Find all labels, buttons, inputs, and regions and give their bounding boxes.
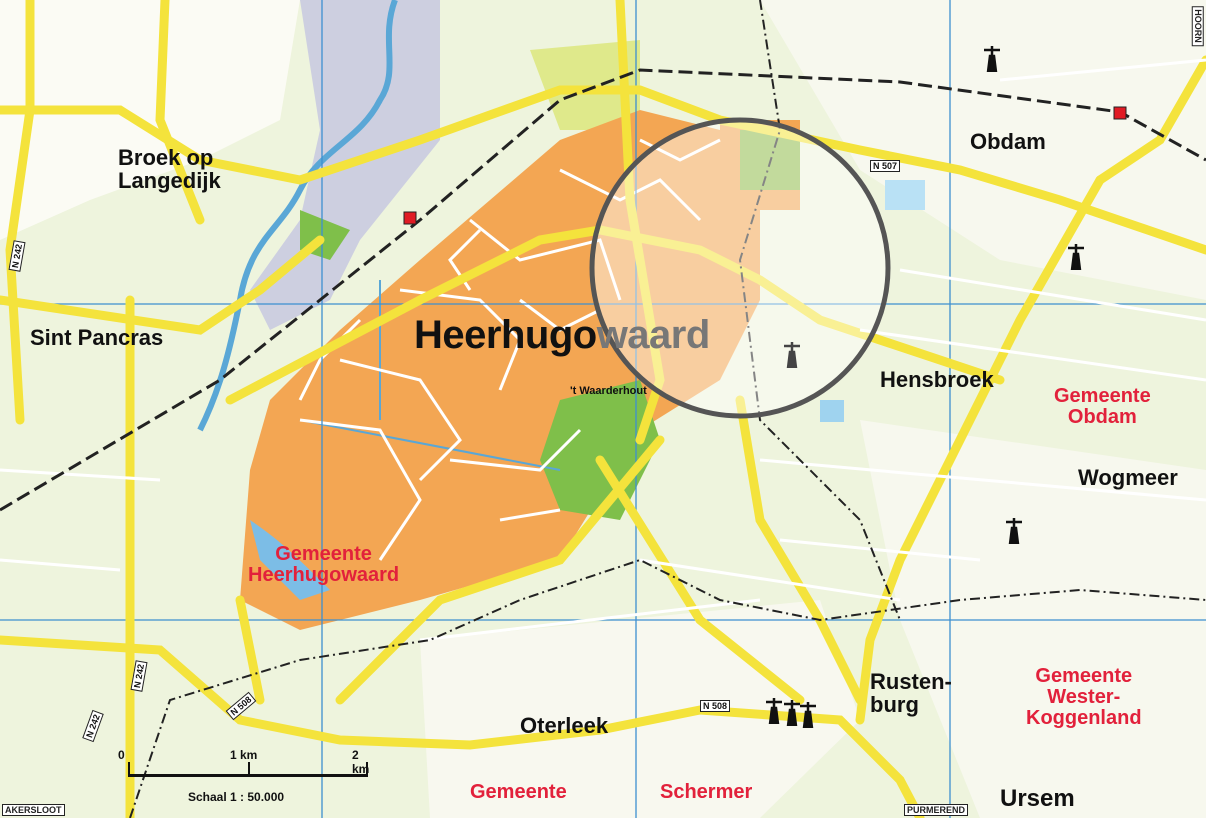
municipality-obdam: Gemeente Obdam <box>1054 385 1151 428</box>
park-waarderhout <box>540 380 660 520</box>
scale-caption: Schaal 1 : 50.000 <box>188 790 285 804</box>
scale-label-1km: 1 km <box>230 748 258 762</box>
municipality-gemeente: Gemeente <box>470 781 567 803</box>
place-heerhugowaard-b: waard <box>596 313 711 357</box>
road-shield-n507: N 507 <box>870 160 901 172</box>
pond-ne <box>885 180 925 210</box>
magnifier-circle <box>589 117 891 419</box>
scale-label-2km: 2 km <box>352 748 370 776</box>
polder-nw <box>0 0 300 240</box>
windmill-icon <box>766 698 782 724</box>
railway <box>0 68 1206 512</box>
polder-ne <box>760 0 1206 300</box>
municipality-wester-koggenland: Gemeente Wester- Koggenland <box>1026 665 1142 729</box>
scale-label-0: 0 <box>118 748 125 762</box>
scale-line <box>128 774 368 777</box>
windmill-icon <box>784 700 800 726</box>
windmill-icon <box>1068 244 1084 270</box>
place-wogmeer: Wogmeer <box>1078 465 1178 490</box>
waterways <box>299 280 561 471</box>
windmill-icon <box>984 46 1000 72</box>
minor-roads <box>0 58 1206 642</box>
municipality-schermer: Schermer <box>660 781 753 803</box>
railway-station-heerhugowaard <box>403 211 417 225</box>
scale-bar: 0 1 km 2 km Schaal 1 : 50.000 <box>118 748 378 808</box>
municipal-boundary-east <box>738 0 901 621</box>
place-rustenburg: Rusten- burg <box>870 669 952 718</box>
place-obdam: Obdam <box>970 129 1046 154</box>
scale-tick <box>128 762 130 777</box>
edge-label-hoorn: HOORN <box>1191 6 1204 46</box>
municipal-boundary <box>129 558 1206 818</box>
place-broek-op-langedijk: Broek op Langedijk <box>118 145 221 194</box>
place-sint-pancras: Sint Pancras <box>30 325 164 350</box>
place-waarderhout: 't Waarderhout <box>570 385 647 397</box>
place-heerhugowaard-a: Heerhugo <box>414 313 597 357</box>
railway-station-obdam <box>1113 106 1127 120</box>
edge-label-purmerend: PURMEREND <box>904 804 969 816</box>
place-heerhugowaard: Heerhugowaard <box>414 314 710 356</box>
lake <box>250 520 330 600</box>
edge-label-west: AKERSLOOT <box>2 804 65 816</box>
green-lobe <box>530 40 640 130</box>
canal-west <box>197 0 398 432</box>
place-ursem: Ursem <box>1000 785 1075 812</box>
place-oterleek: Oterleek <box>520 713 609 738</box>
municipality-heerhugowaard: Gemeente Heerhugowaard <box>248 543 400 586</box>
scale-tick <box>366 762 368 777</box>
pond <box>820 400 844 422</box>
polder-se <box>860 420 1206 818</box>
road-shield-n508: N 508 <box>700 700 731 712</box>
windmill-icon <box>1006 518 1022 544</box>
place-hensbroek: Hensbroek <box>880 367 994 392</box>
windmill-icon <box>800 702 816 728</box>
windmill-icon <box>784 342 800 368</box>
scale-tick <box>248 762 250 777</box>
